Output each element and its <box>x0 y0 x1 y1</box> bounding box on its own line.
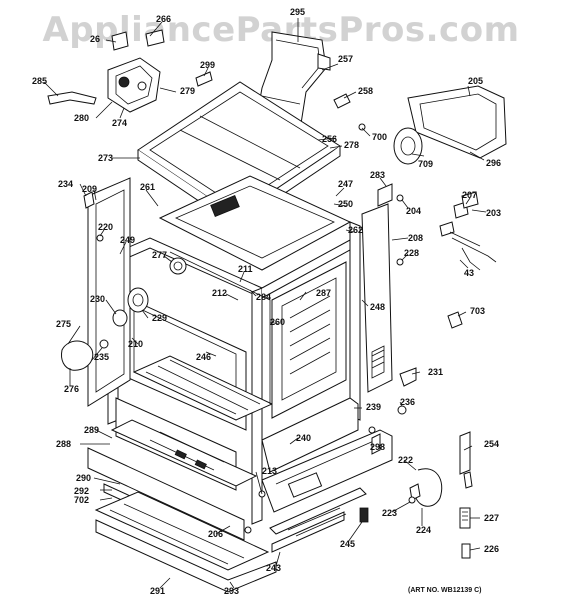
part-number-label: 243 <box>266 563 281 573</box>
part-number-label: 213 <box>262 466 277 476</box>
part-number-label: 292 <box>74 486 89 496</box>
part-number-label: 279 <box>180 86 195 96</box>
part-number-label: 262 <box>348 225 363 235</box>
part-number-label: 256 <box>322 134 337 144</box>
part-number-label: 223 <box>382 508 397 518</box>
part-number-label: 249 <box>120 235 135 245</box>
part-number-label: 245 <box>340 539 355 549</box>
part-number-label: 228 <box>404 248 419 258</box>
part-number-label: 261 <box>140 182 155 192</box>
part-number-label: 293 <box>224 586 239 596</box>
part-number-label: 247 <box>338 179 353 189</box>
part-number-label: 285 <box>32 76 47 86</box>
part-number-label: 277 <box>152 250 167 260</box>
part-number-label: 230 <box>90 294 105 304</box>
part-number-label: 260 <box>270 317 285 327</box>
part-number-label: 26 <box>90 34 100 44</box>
part-number-label: 210 <box>128 339 143 349</box>
part-number-label: 235 <box>94 352 109 362</box>
part-number-label: 702 <box>74 495 89 505</box>
part-number-label: 227 <box>484 513 499 523</box>
part-number-label: 275 <box>56 319 71 329</box>
part-number-label: 266 <box>156 14 171 24</box>
small-parts-left <box>61 191 266 534</box>
part-number-label: 226 <box>484 544 499 554</box>
part-number-label: 298 <box>370 442 385 452</box>
part-number-label: 229 <box>152 313 167 323</box>
manifold-panel <box>261 397 393 553</box>
part-number-label: 254 <box>484 439 499 449</box>
rear-panel-assembly <box>393 85 507 165</box>
oven-cabinet-frame <box>87 175 393 525</box>
part-number-label: 246 <box>196 352 211 362</box>
part-number-label: 709 <box>418 159 433 169</box>
part-number-label: 206 <box>208 529 223 539</box>
part-number-label: 43 <box>464 268 474 278</box>
part-number-label: 205 <box>468 76 483 86</box>
part-number-label: 274 <box>112 118 127 128</box>
part-number-label: 212 <box>212 288 227 298</box>
part-number-label: 220 <box>98 222 113 232</box>
part-number-label: 224 <box>416 525 431 535</box>
part-number-label: 240 <box>296 433 311 443</box>
part-number-label: 258 <box>358 86 373 96</box>
part-number-label: 207 <box>462 190 477 200</box>
screw-part <box>358 123 366 131</box>
part-number-label: 204 <box>406 206 421 216</box>
part-number-label: 236 <box>400 397 415 407</box>
part-number-label: 280 <box>74 113 89 123</box>
broiler-drawer-section <box>87 397 277 593</box>
bracket-part <box>333 93 351 109</box>
art-number: (ART NO. WB12139 C) <box>408 587 482 594</box>
part-number-label: 289 <box>84 425 99 435</box>
part-number-label: 222 <box>398 455 413 465</box>
part-number-label: 248 <box>370 302 385 312</box>
part-number-label: 211 <box>238 264 253 274</box>
part-number-label: 283 <box>370 170 385 180</box>
part-number-label: 700 <box>372 132 387 142</box>
part-number-label: 299 <box>200 60 215 70</box>
part-number-label: 257 <box>338 54 353 64</box>
part-number-label: 295 <box>290 7 305 17</box>
part-number-label: 239 <box>366 402 381 412</box>
part-number-label: 287 <box>316 288 331 298</box>
part-number-label: 284 <box>256 292 271 302</box>
part-number-label: 288 <box>56 439 71 449</box>
burner-valve-assembly <box>47 29 213 113</box>
part-number-label: 273 <box>98 153 113 163</box>
part-number-label: 296 <box>486 158 501 168</box>
part-number-label: 278 <box>344 140 359 150</box>
part-number-label: 291 <box>150 586 165 596</box>
part-number-label: 209 <box>82 184 97 194</box>
part-number-label: 208 <box>408 233 423 243</box>
part-number-label: 250 <box>338 199 353 209</box>
regulator-valve-parts <box>359 431 473 559</box>
part-number-label: 203 <box>486 208 501 218</box>
part-number-label: 276 <box>64 384 79 394</box>
part-number-label: 231 <box>428 367 443 377</box>
part-number-label: 234 <box>58 179 73 189</box>
leader-lines <box>43 18 487 589</box>
part-number-labels: 295 266 26 257 299 279 285 280 274 258 205 700 256 27… <box>32 7 501 596</box>
part-number-label: 290 <box>76 473 91 483</box>
part-number-label: 703 <box>470 306 485 316</box>
